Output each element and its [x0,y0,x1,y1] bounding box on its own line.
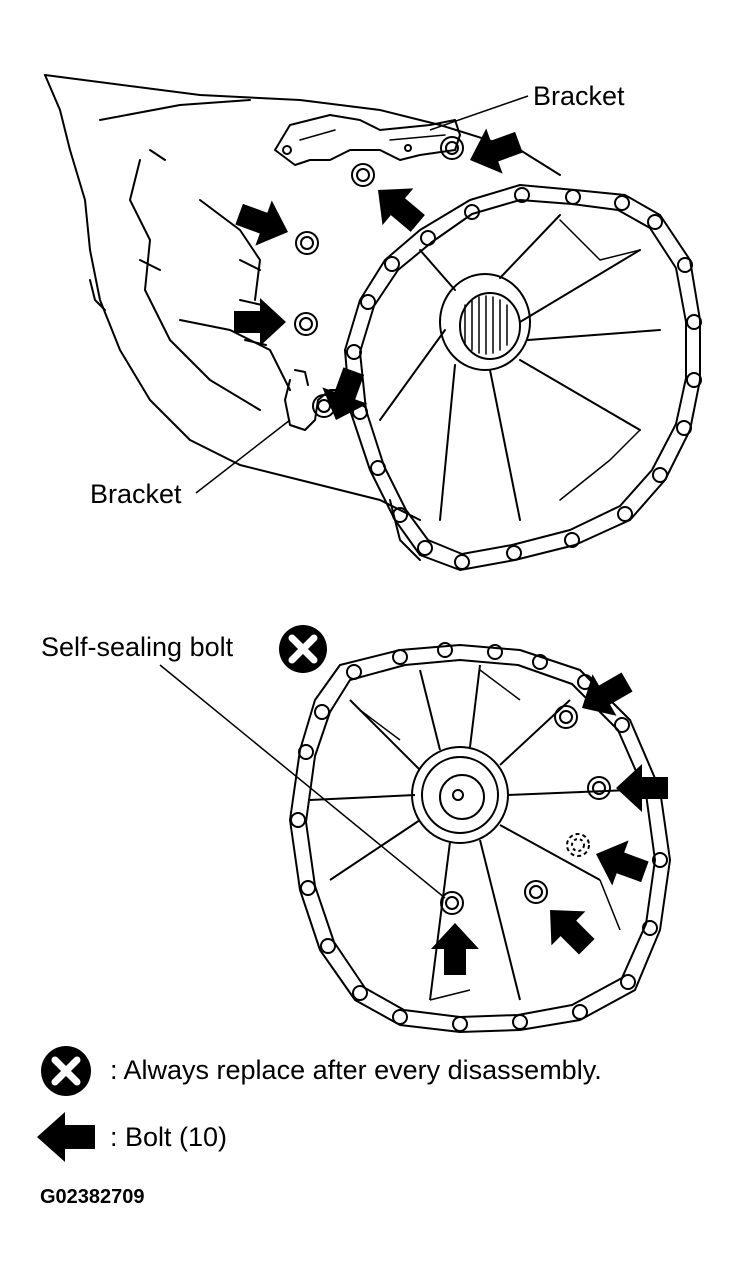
bolt-arrow-icon [431,923,479,975]
case-bolts-top [294,136,464,418]
x-circle-icon [41,1046,91,1096]
legend-replace-text: : Always replace after every disassembly… [110,1055,602,1085]
input-shaft-hub [439,273,531,371]
bolt-arrow-icon [616,764,668,812]
legend-replace: : Always replace after every disassembly… [100,1055,602,1086]
bolt-arrow-icon [470,128,523,174]
center-boss [411,746,509,844]
arrow-left-icon [37,1112,95,1162]
bolt-arrows-bottom [431,672,668,975]
housing-outer-flange [289,644,671,1033]
bolt-arrow-icon [550,910,595,955]
label-bracket-top: Bracket [533,81,625,111]
transmission-case-outline [44,74,421,521]
x-circle-icon [279,625,327,673]
housing-bolts [440,705,611,915]
label-self-sealing-bolt: Self-sealing bolt [41,632,234,662]
flange-holes [346,187,702,570]
bolt-arrow-icon [234,298,286,346]
bolt-arrows-top [234,128,523,420]
leader-bracket-top [429,95,529,131]
transmission-side-view [44,74,702,571]
legend-bolt: : Bolt (10) [100,1122,227,1153]
bolt-arrow-icon [596,840,649,886]
top-bracket [274,114,461,166]
figure-id: G02382709 [40,1186,145,1208]
leader-self-sealing [159,664,446,899]
leader-bracket-left [195,419,291,494]
label-bracket-left: Bracket [90,479,182,509]
bell-housing-flange [344,184,701,571]
legend-bolt-text: : Bolt (10) [110,1122,228,1152]
bolt-arrow-icon [582,672,633,716]
housing-flange-holes [290,642,668,1032]
bolt-arrow-icon [235,200,288,246]
bolt-arrow-icon [378,188,425,232]
bolt-arrow-icon [322,367,368,420]
